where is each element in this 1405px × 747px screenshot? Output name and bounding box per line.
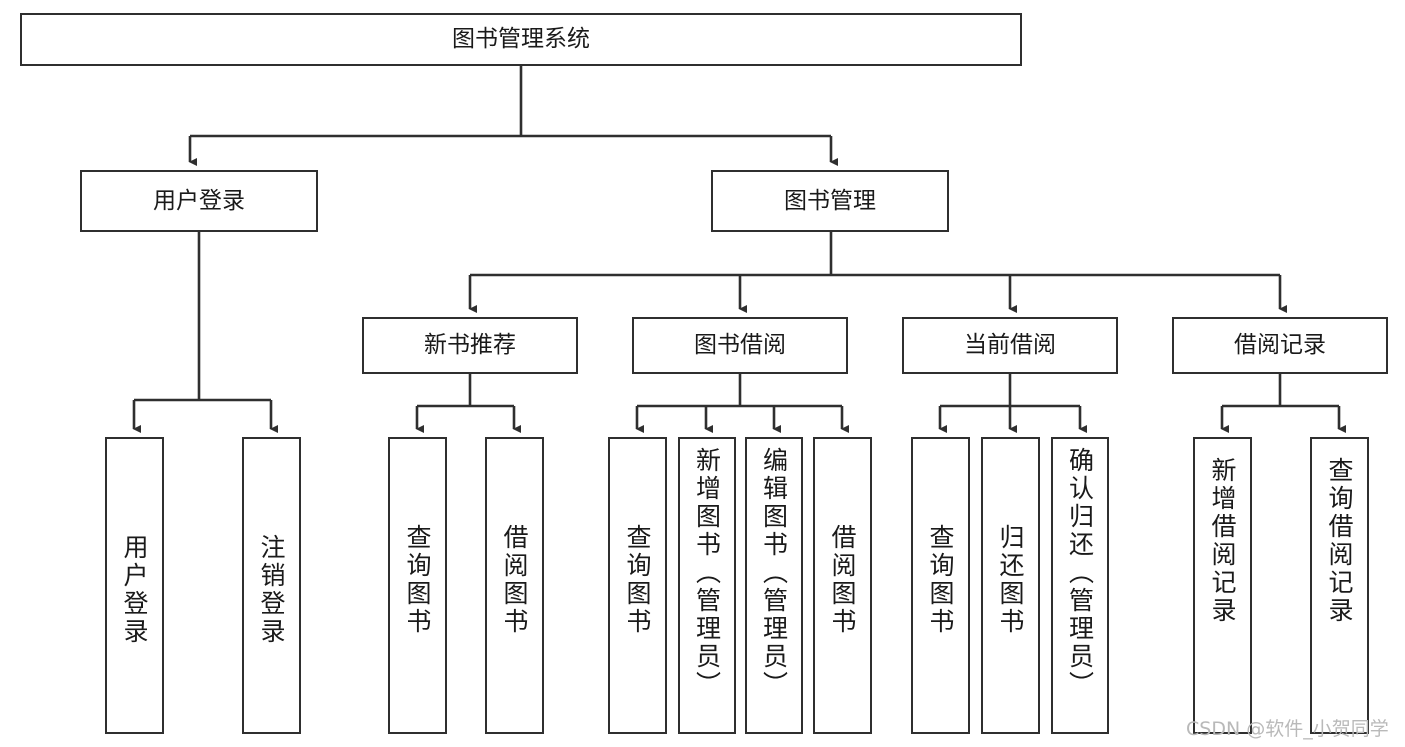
node-root-system[interactable]: 图书管理系统 (20, 13, 1022, 66)
node-label: 确认归还（管理员） (1065, 447, 1095, 699)
leaf-book-borrow-add[interactable]: 新增图书（管理员） (678, 437, 736, 734)
node-label: 图书管理 (784, 187, 876, 214)
node-label: 当前借阅 (964, 332, 1056, 359)
node-label: 查询图书 (926, 524, 955, 636)
node-current-borrow[interactable]: 当前借阅 (902, 317, 1118, 374)
leaf-borrow-record-add[interactable]: 新增借阅记录 (1193, 437, 1252, 734)
leaf-new-book-query[interactable]: 查询图书 (388, 437, 447, 734)
node-label: 用户登录 (120, 534, 149, 646)
leaf-current-borrow-return[interactable]: 归还图书 (981, 437, 1040, 734)
node-label: 借阅记录 (1234, 332, 1326, 359)
node-label: 新增借阅记录 (1208, 457, 1237, 625)
leaf-book-borrow-edit[interactable]: 编辑图书（管理员） (745, 437, 803, 734)
leaf-current-borrow-query[interactable]: 查询图书 (911, 437, 970, 734)
leaf-user-login-logout[interactable]: 注销登录 (242, 437, 301, 734)
leaf-book-borrow-query[interactable]: 查询图书 (608, 437, 667, 734)
node-label: 编辑图书（管理员） (759, 447, 789, 699)
leaf-book-borrow-borrow[interactable]: 借阅图书 (813, 437, 872, 734)
node-label: 用户登录 (153, 187, 245, 214)
node-new-book-recommend[interactable]: 新书推荐 (362, 317, 578, 374)
node-label: 借阅图书 (500, 524, 529, 636)
node-label: 借阅图书 (828, 524, 857, 636)
leaf-new-book-borrow[interactable]: 借阅图书 (485, 437, 544, 734)
leaf-current-borrow-confirm-return[interactable]: 确认归还（管理员） (1051, 437, 1109, 734)
node-label: 查询图书 (403, 524, 432, 636)
node-book-management[interactable]: 图书管理 (711, 170, 949, 232)
node-book-borrow[interactable]: 图书借阅 (632, 317, 848, 374)
leaf-user-login-login[interactable]: 用户登录 (105, 437, 164, 734)
node-label: 归还图书 (996, 524, 1025, 636)
node-borrow-record[interactable]: 借阅记录 (1172, 317, 1388, 374)
node-user-login[interactable]: 用户登录 (80, 170, 318, 232)
node-label: 图书管理系统 (452, 26, 590, 53)
node-label: 查询图书 (623, 524, 652, 636)
node-label: 新书推荐 (424, 332, 516, 359)
node-label: 查询借阅记录 (1325, 457, 1354, 625)
node-label: 新增图书（管理员） (692, 447, 722, 699)
watermark-text: CSDN @软件_小贺同学 (1186, 718, 1389, 740)
node-label: 注销登录 (257, 534, 286, 646)
node-label: 图书借阅 (694, 332, 786, 359)
leaf-borrow-record-query[interactable]: 查询借阅记录 (1310, 437, 1369, 734)
